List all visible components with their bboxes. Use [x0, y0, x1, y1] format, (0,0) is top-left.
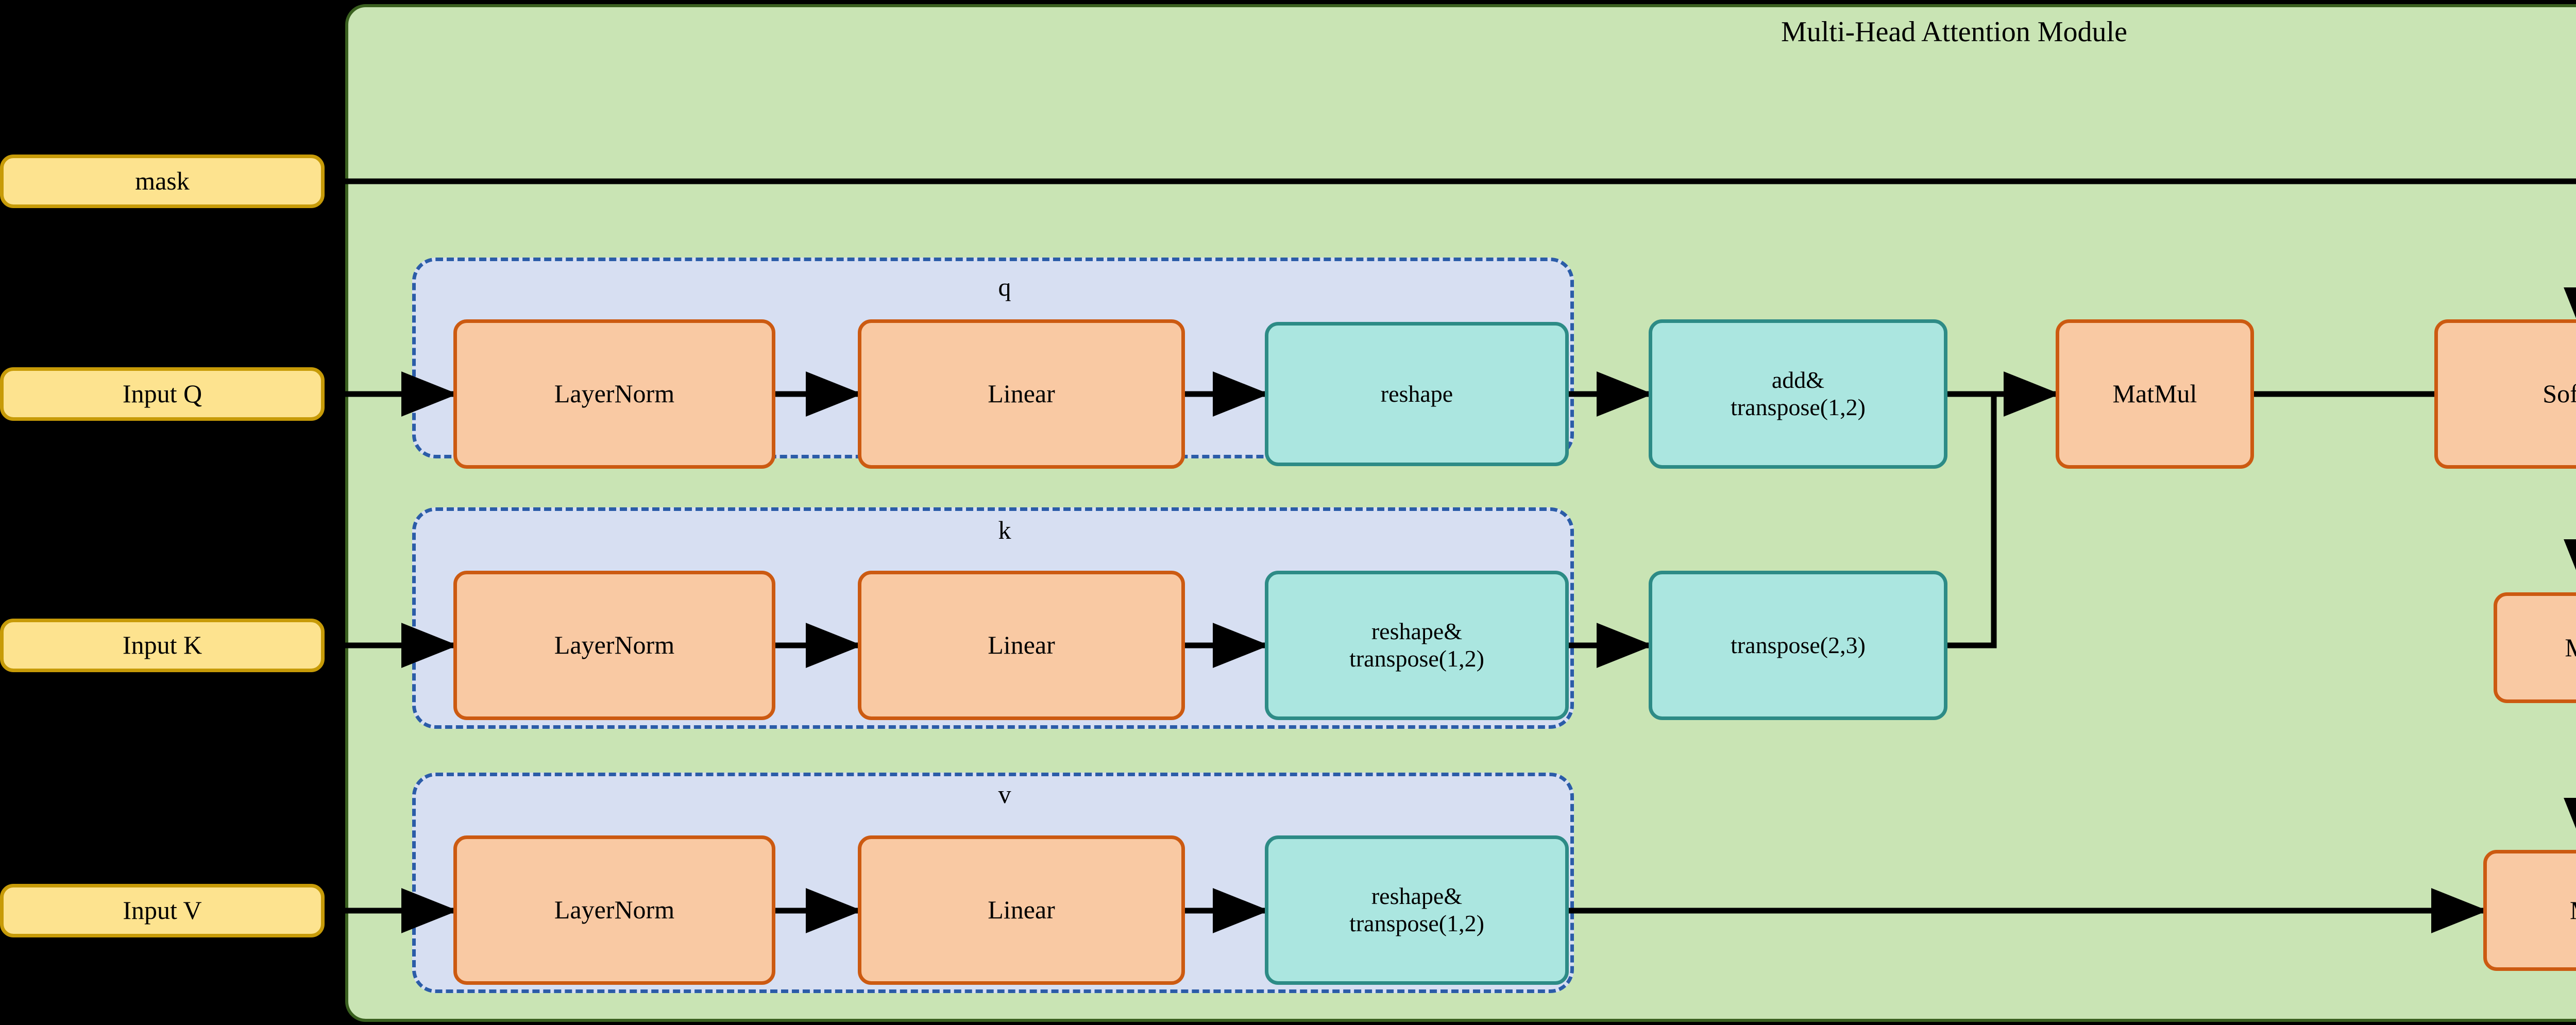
- page-title: Multi-Head Attention Module: [1781, 16, 2127, 48]
- node-v-linear[interactable]: Linear: [858, 835, 1185, 985]
- input-node-k[interactable]: Input K: [0, 619, 325, 672]
- node-v-layernorm[interactable]: LayerNorm: [453, 835, 775, 985]
- node-q-linear[interactable]: Linear: [858, 319, 1185, 469]
- node-matmul-qk[interactable]: MatMul: [2056, 319, 2254, 469]
- input-node-v[interactable]: Input V: [0, 884, 325, 937]
- node-k-layernorm[interactable]: LayerNorm: [453, 571, 775, 720]
- group-label-q: q: [998, 272, 1011, 301]
- node-v-reshape-transpose[interactable]: reshape& transpose(1,2): [1265, 835, 1569, 985]
- group-label-v: v: [998, 780, 1011, 809]
- node-k-transpose-2-3[interactable]: transpose(2,3): [1649, 571, 1947, 720]
- input-node-q[interactable]: Input Q: [0, 367, 325, 421]
- node-k-linear[interactable]: Linear: [858, 571, 1185, 720]
- group-label-k: k: [998, 516, 1011, 544]
- node-k-reshape-transpose[interactable]: reshape& transpose(1,2): [1265, 571, 1569, 720]
- node-matmul-av[interactable]: MatMul: [2483, 850, 2576, 971]
- node-q-reshape[interactable]: reshape: [1265, 322, 1569, 466]
- node-mul[interactable]: Mul: [2494, 592, 2576, 703]
- input-node-mask[interactable]: mask: [0, 155, 325, 208]
- node-softmax[interactable]: Softmax: [2434, 319, 2576, 469]
- node-q-layernorm[interactable]: LayerNorm: [453, 319, 775, 469]
- node-q-add-transpose[interactable]: add& transpose(1,2): [1649, 319, 1947, 469]
